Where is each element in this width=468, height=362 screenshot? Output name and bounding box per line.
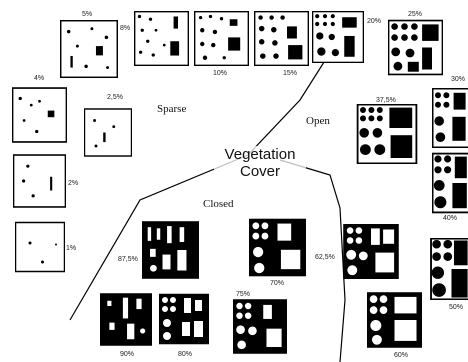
- label-90: 90%: [120, 351, 134, 358]
- tile-87-5-percent: [142, 219, 199, 281]
- label-37-5: 37,5%: [376, 97, 396, 104]
- title-line-1: Vegetation: [214, 146, 306, 163]
- tile-60-percent: [367, 292, 422, 348]
- label-20: 20%: [367, 18, 381, 25]
- tile-2-percent: [13, 150, 66, 212]
- label-87-5: 87,5%: [118, 256, 138, 263]
- tile-90-percent: [100, 292, 152, 347]
- label-8: 8%: [120, 25, 130, 32]
- category-closed: Closed: [203, 198, 234, 210]
- category-open: Open: [306, 115, 330, 127]
- tile-10-percent: [194, 11, 249, 66]
- label-2-5: 2,5%: [107, 94, 123, 101]
- category-sparse: Sparse: [157, 103, 186, 115]
- tile-37-5-percent: [356, 104, 418, 164]
- tile-80-percent: [159, 291, 209, 347]
- tile-40-percent: [432, 152, 468, 214]
- label-70: 70%: [270, 280, 284, 287]
- vegetation-cover-title: Vegetation Cover: [214, 146, 306, 180]
- tile-8-percent: [134, 11, 189, 66]
- title-line-2: Cover: [214, 163, 306, 180]
- label-1: 1%: [66, 245, 76, 252]
- label-4: 4%: [34, 75, 44, 82]
- tile-75-percent: [233, 299, 287, 354]
- label-10: 10%: [213, 70, 227, 77]
- tile-5-percent: [60, 20, 118, 78]
- label-60: 60%: [394, 352, 408, 359]
- tile-70-percent: [249, 218, 306, 277]
- label-62-5: 62,5%: [315, 254, 335, 261]
- tile-20-percent: [312, 11, 364, 63]
- label-2: 2%: [68, 180, 78, 187]
- tile-25-percent: [388, 19, 443, 76]
- tile-30-percent: [432, 88, 468, 148]
- tile-62-5-percent: [340, 224, 402, 279]
- tile-15-percent: [254, 11, 309, 66]
- label-80: 80%: [178, 351, 192, 358]
- tile-50-percent: [430, 238, 468, 300]
- tile-4-percent: [12, 86, 67, 144]
- label-30: 30%: [451, 76, 465, 83]
- tile-2-5-percent: [84, 104, 132, 161]
- tile-1-percent: [15, 221, 65, 273]
- label-5: 5%: [82, 11, 92, 18]
- label-15: 15%: [283, 70, 297, 77]
- label-75: 75%: [236, 291, 250, 298]
- label-50: 50%: [449, 304, 463, 311]
- label-25: 25%: [408, 11, 422, 18]
- label-40: 40%: [443, 215, 457, 222]
